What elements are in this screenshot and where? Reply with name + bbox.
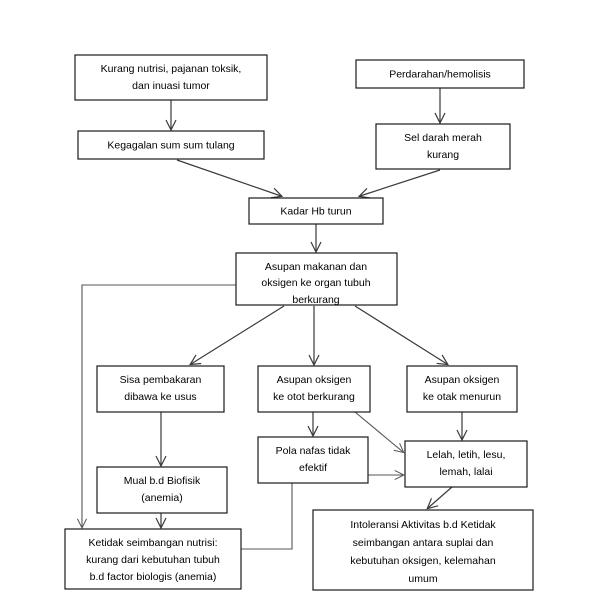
node-mual-bd-biofisik[interactable]: Mual b.d Biofisik (anemia) [96,466,228,514]
node-pola-nafas-tidak-efektif[interactable]: Pola nafas tidak efektif [257,436,369,484]
node-label-line: oksigen ke organ tubuh [261,277,370,289]
node-asupan-makanan-oksigen[interactable]: Asupan makanan dan oksigen ke organ tubu… [235,252,398,306]
edge-layer [82,88,462,550]
node-label-line: kebutuhan oksigen, kelemahan [350,555,496,567]
node-box [312,509,534,591]
node-sel-darah-merah-kurang[interactable]: Sel darah merah kurang [375,123,511,170]
node-kegagalan-sum-sum-tulang[interactable]: Kegagalan sum sum tulang [77,130,265,160]
node-label-line: Lelah, letih, lesu, [427,449,506,461]
node-label-line: dan inuasi tumor [132,80,210,92]
node-label-line: seimbangan antara suplai dan [353,537,494,549]
node-label-line: Kegagalan sum sum tulang [107,139,234,151]
edge-seldarah-to-kadarhb [360,169,441,196]
node-intoleransi-aktivitas[interactable]: Intoleransi Aktivitas b.d Ketidak seimba… [312,509,534,591]
node-lelah-letih-lesu[interactable]: Lelah, letih, lesu, lemah, lalai [404,440,528,488]
node-box [355,59,525,89]
node-label-line: Perdarahan/hemolisis [389,68,491,80]
edge-otot-to-lelah [354,411,403,452]
node-label-line: Sisa pembakaran [120,374,202,386]
node-box [248,197,384,225]
node-label-line: lemah, lalai [439,466,492,478]
node-label-line: Kurang nutrisi, pajanan toksik, [101,63,242,75]
node-box [77,130,265,160]
node-sisa-pembakaran[interactable]: Sisa pembakaran dibawa ke usus [96,365,225,413]
node-label-line: dibawa ke usus [124,391,196,403]
node-asupan-oksigen-otot[interactable]: Asupan oksigen ke otot berkurang [257,365,371,413]
node-perdarahan-hemolisis[interactable]: Perdarahan/hemolisis [355,59,525,89]
node-box [257,436,369,484]
node-box [64,528,242,590]
node-label-line: Kadar Hb turun [280,205,351,217]
node-label-line: kurang dari kebutuhan tubuh [86,554,220,566]
node-label-line: (anemia) [141,492,182,504]
edge-asupan-to-ketidakseimbangan [82,284,236,527]
node-box [404,440,528,488]
node-label-line: Asupan oksigen [425,374,500,386]
node-kadar-hb-turun[interactable]: Kadar Hb turun [248,197,384,225]
node-label-line: ke otak menurun [423,391,501,403]
node-label-line: umum [408,573,437,585]
node-asupan-oksigen-otak[interactable]: Asupan oksigen ke otak menurun [406,365,518,413]
node-box [96,466,228,514]
edge-asupan-to-otak [354,305,447,364]
node-label-line: b.d factor biologis (anemia) [90,571,217,583]
node-box [257,365,371,413]
node-label-line: Mual b.d Biofisik [124,475,201,487]
node-box [96,365,225,413]
node-label-line: Intoleransi Aktivitas b.d Ketidak [350,519,496,531]
node-label-line: ke otot berkurang [273,391,355,403]
node-box [235,252,398,306]
node-label-line: efektif [299,462,327,474]
node-label-line: Asupan oksigen [277,374,352,386]
node-ketidak-seimbangan-nutrisi[interactable]: Ketidak seimbangan nutrisi: kurang dari … [64,528,242,590]
node-label-line: Sel darah merah [404,132,482,144]
node-box [375,123,511,170]
node-label-line: Asupan makanan dan [265,261,367,273]
edge-lelah-to-intoleransi [428,486,453,508]
node-box [406,365,518,413]
node-kurang-nutrisi[interactable]: Kurang nutrisi, pajanan toksik, dan inua… [74,54,268,101]
node-box [74,54,268,101]
edge-asupan-to-sisa [191,305,285,364]
node-label-line: Ketidak seimbangan nutrisi: [89,537,218,549]
node-label-line: kurang [427,149,459,161]
node-label-line: berkurang [292,294,339,306]
edge-kegagalan-to-kadarhb [176,159,281,196]
node-label-line: Pola nafas tidak [276,445,351,457]
